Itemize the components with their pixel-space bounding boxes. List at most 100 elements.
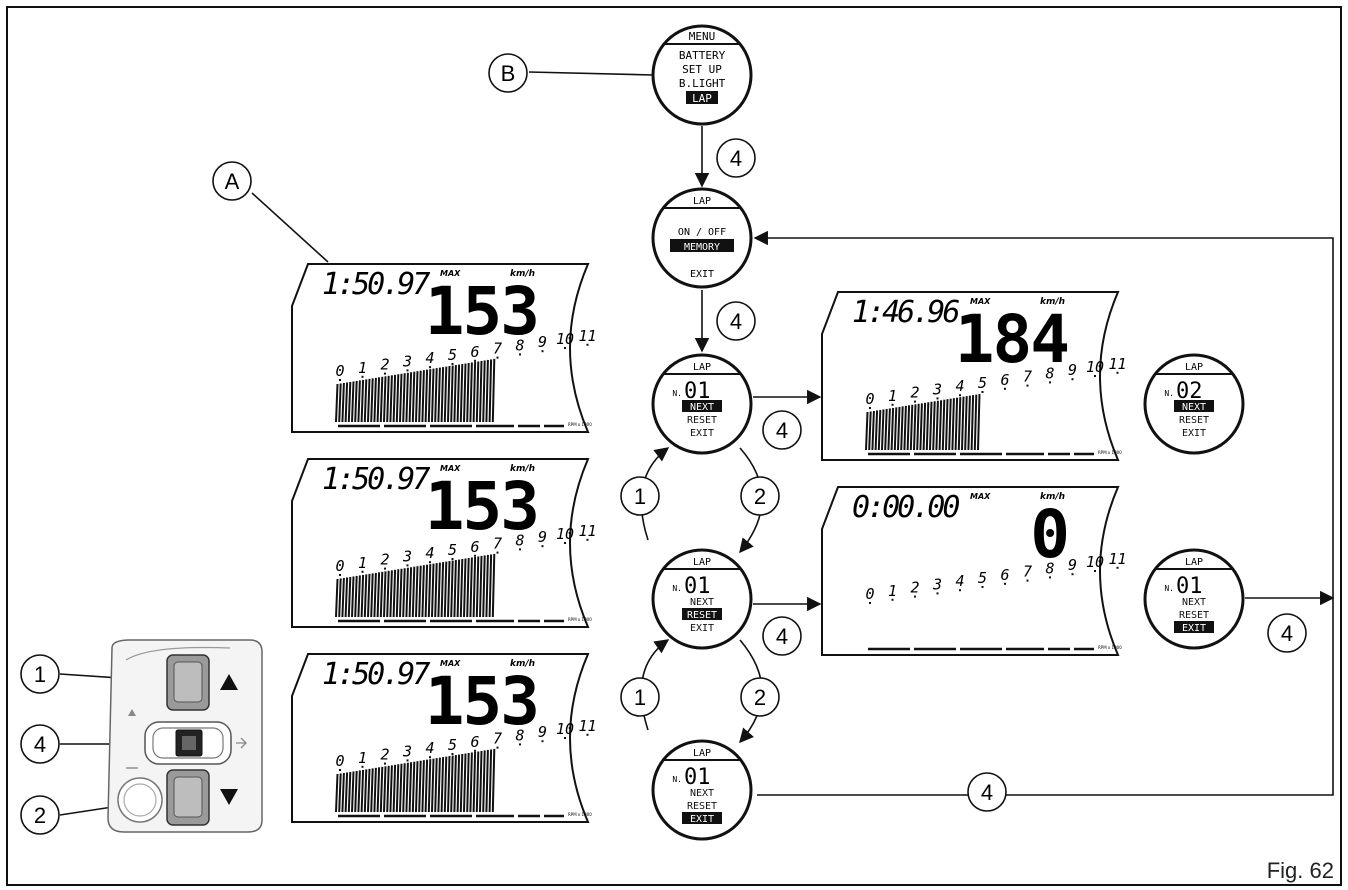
callout-a: A bbox=[212, 161, 252, 201]
callout-label: 4 bbox=[981, 780, 993, 805]
warning-small-icon bbox=[128, 709, 136, 716]
rpm-tick-label: 0 bbox=[335, 557, 344, 575]
rpm-tick-label: 5 bbox=[978, 374, 987, 392]
chevron-right-icon bbox=[236, 737, 247, 749]
rpm-tick-label: 8 bbox=[515, 726, 524, 744]
rpm-tick-label: 1 bbox=[358, 554, 367, 572]
rpm-tick-label: 1 bbox=[358, 359, 367, 377]
arrow-down-icon bbox=[220, 789, 238, 805]
lap-number-prefix: N. bbox=[1164, 389, 1174, 398]
lap-detail-title: LAP bbox=[1185, 557, 1203, 568]
rpm-tick-label: 5 bbox=[448, 736, 457, 754]
callout-4-exit-return: 4 bbox=[967, 772, 1007, 812]
max-label: MAX bbox=[970, 492, 991, 501]
menu-screen: MENU BATTERY SET UP B.LIGHT LAP bbox=[651, 24, 753, 126]
lap-number: 01 bbox=[684, 379, 711, 404]
rpm-unit: RPM x 1000 bbox=[568, 422, 592, 427]
speed-value: 153 bbox=[425, 663, 538, 740]
lap-detail-reset: RESET bbox=[1179, 415, 1209, 426]
callout-4-switch: 4 bbox=[20, 724, 60, 764]
arrow-exit-return bbox=[753, 230, 1334, 796]
lap-menu-screen: LAP ON / OFF MEMORY EXIT bbox=[651, 187, 753, 289]
callout-label: 1 bbox=[634, 484, 646, 509]
menu-item-battery: BATTERY bbox=[679, 49, 726, 62]
callout-label: A bbox=[225, 169, 240, 194]
rpm-tick-label: 6 bbox=[470, 538, 479, 556]
lap-detail-next: NEXT bbox=[1182, 597, 1206, 608]
callout-label: 1 bbox=[34, 662, 46, 687]
lap-time: 1:50.97 bbox=[322, 462, 430, 497]
rpm-tick-label: 7 bbox=[493, 535, 502, 553]
lap-time: 1:50.97 bbox=[322, 267, 430, 302]
speed-value: 0 bbox=[1030, 496, 1068, 573]
rpm-tick-label: 9 bbox=[538, 723, 547, 741]
rpm-tick-label: 3 bbox=[402, 352, 412, 370]
menu-item-lap-selected: LAP bbox=[692, 92, 712, 105]
lap-detail-exit: EXIT bbox=[690, 623, 714, 634]
speed-unit: km/h bbox=[510, 659, 535, 669]
callout-label: 2 bbox=[754, 484, 766, 509]
rpm-tick-label: 10 bbox=[556, 330, 574, 348]
rpm-tick-label: 4 bbox=[955, 572, 964, 590]
rpm-tick-label: 1 bbox=[888, 387, 897, 405]
menu-item-blight: B.LIGHT bbox=[679, 77, 726, 90]
max-label: MAX bbox=[440, 659, 461, 668]
lap-number-prefix: N. bbox=[672, 584, 682, 593]
lap-number: 01 bbox=[1176, 574, 1203, 599]
lap-menu-memory-selected: MEMORY bbox=[684, 242, 720, 253]
lap-detail-exit: EXIT bbox=[1182, 428, 1206, 439]
rpm-tick-label: 8 bbox=[515, 531, 524, 549]
callout-label: 2 bbox=[754, 685, 766, 710]
rpm-tick-label: 2 bbox=[380, 356, 389, 374]
rpm-tick-label: 9 bbox=[538, 333, 547, 351]
callouts: B A 4 4 4 4 4 4 1 2 1 2 1 4 2 bbox=[20, 53, 1307, 835]
rpm-tick-label: 10 bbox=[1086, 358, 1104, 376]
lap-detail-title: LAP bbox=[693, 748, 711, 759]
rpm-tick-label: 9 bbox=[1068, 556, 1077, 574]
rpm-tick-label: 2 bbox=[380, 746, 389, 764]
rpm-tick-label: 10 bbox=[556, 720, 574, 738]
lap-detail-reset: RESET bbox=[1179, 610, 1209, 621]
callout-label: 4 bbox=[776, 418, 788, 443]
rpm-tick-label: 4 bbox=[955, 377, 964, 395]
callout-2-lower: 2 bbox=[740, 677, 780, 717]
rpm-tick-label: 6 bbox=[1000, 566, 1009, 584]
callout-2-upper: 2 bbox=[740, 476, 780, 516]
rpm-tick-label: 3 bbox=[402, 547, 412, 565]
rpm-tick-label: 4 bbox=[425, 739, 434, 757]
menu-item-setup: SET UP bbox=[682, 63, 722, 76]
rpm-tick-label: 0 bbox=[865, 585, 874, 603]
rpm-tick-label: 2 bbox=[380, 551, 389, 569]
rpm-tick-label: 11 bbox=[1108, 355, 1126, 373]
rpm-tick-label: 0 bbox=[335, 752, 344, 770]
lap-number: 01 bbox=[684, 574, 711, 599]
rpm-tick-label: 3 bbox=[932, 575, 942, 593]
lap-time: 1:46.96 bbox=[852, 295, 959, 330]
rpm-unit: RPM x 1000 bbox=[568, 617, 592, 622]
lap-number-prefix: N. bbox=[672, 775, 682, 784]
lap-menu-on-off: ON / OFF bbox=[678, 227, 726, 238]
rpm-unit: RPM x 1000 bbox=[1098, 450, 1122, 455]
lap-detail-title: LAP bbox=[1185, 362, 1203, 373]
speed-unit: km/h bbox=[1040, 492, 1065, 502]
rpm-tick-label: 5 bbox=[978, 569, 987, 587]
callout-label: 4 bbox=[776, 624, 788, 649]
rpm-tick-label: 3 bbox=[932, 380, 942, 398]
rpm-tick-label: 9 bbox=[1068, 361, 1077, 379]
callout-1-lower: 1 bbox=[620, 677, 660, 717]
handlebar-switch bbox=[107, 639, 263, 833]
callout-label: 4 bbox=[730, 309, 742, 334]
rpm-tick-label: 6 bbox=[1000, 371, 1009, 389]
leader-b bbox=[528, 71, 655, 76]
max-label: MAX bbox=[440, 269, 461, 278]
speed-unit: km/h bbox=[1040, 297, 1065, 307]
lap-detail-next: NEXT bbox=[690, 788, 714, 799]
callout-label: 4 bbox=[34, 732, 46, 757]
